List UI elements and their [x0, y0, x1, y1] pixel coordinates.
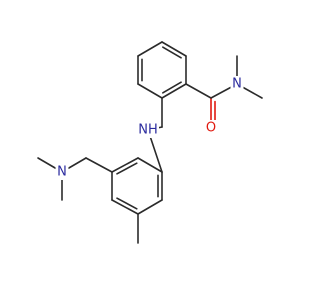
bond-ring2-3 [111, 199, 139, 215]
atom-dimethyl-nitrogen: N [57, 165, 67, 180]
bond-ring2-1 [111, 157, 139, 173]
structure-svg: O N NH N [37, 41, 263, 244]
atom-oxygen: O [206, 121, 216, 136]
bond-ring1-4 [137, 83, 163, 99]
bond-ring1-1-double [162, 46, 182, 59]
bond-ring1-3 [161, 83, 187, 99]
atom-dimethyl-nitrogen-bg [55, 164, 69, 180]
bond-ring2-3-double [116, 197, 138, 210]
bond-ring2-ch2 [85, 157, 113, 173]
bond-ring1-6 [137, 41, 163, 57]
bond-ring2-6 [137, 157, 163, 173]
bond-ring2-1-double [116, 162, 138, 175]
atom-oxygen-bg [204, 120, 218, 136]
atom-amide-nitrogen: N [232, 77, 242, 92]
bond-ring-carbonyl [185, 83, 212, 99]
bond-ring1-1 [161, 41, 187, 57]
atom-amine-nh: NH [138, 123, 158, 138]
atom-amide-nitrogen-bg [230, 76, 244, 92]
atom-amine-nh-bg [137, 122, 159, 138]
bond-ring2-4 [137, 199, 163, 215]
molecule-diagram: O N NH N [37, 41, 263, 244]
bond-ring1-3-double [162, 81, 182, 94]
